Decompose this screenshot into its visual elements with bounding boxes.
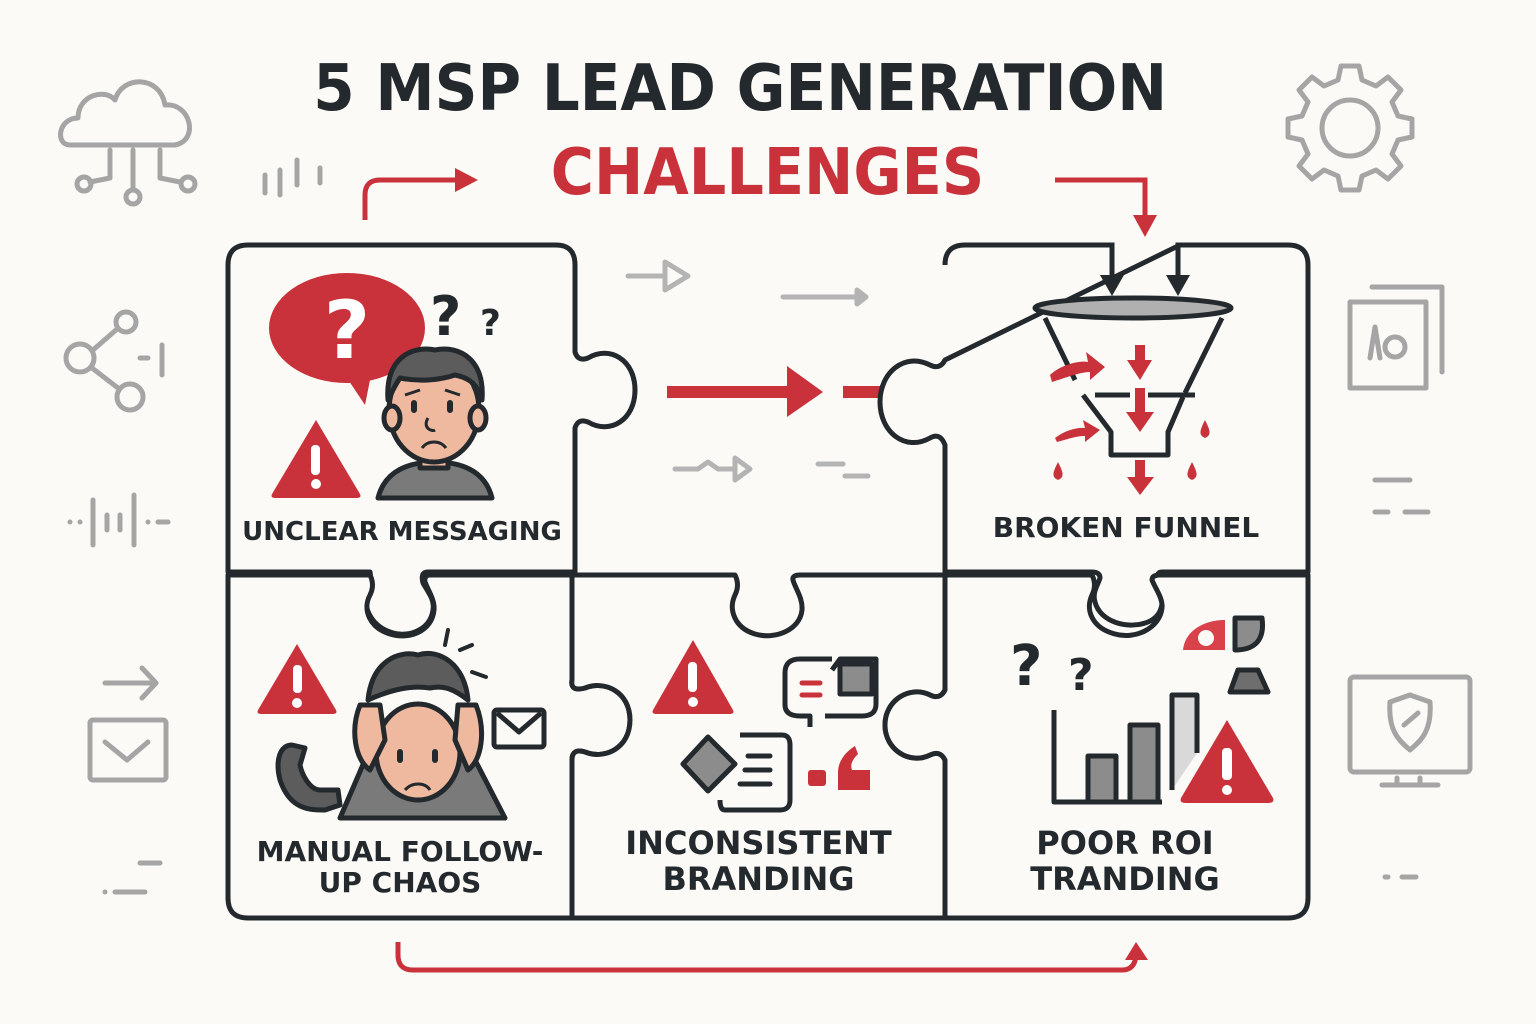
dash-lines-icon [102,860,163,895]
svg-text:?: ? [1010,634,1042,699]
question-marks-icon: ? ? [430,285,501,348]
puzzle-piece-poor-roi [882,572,1311,921]
stressed-person-icon [337,628,508,821]
label-line: POOR ROI [1036,824,1214,862]
piece-label-poor-roi: POOR ROI TRANDING [950,824,1300,898]
page-title: 5 MSP LEAD GENERATION [313,52,1168,126]
gear-icon [1285,63,1415,193]
envelope-icon [491,707,547,750]
piece-label-inconsistent-branding: INCONSISTENT BRANDING [576,824,941,898]
quote-icon [808,746,870,790]
bar-chart-icon [1051,692,1200,805]
warning-triangle-icon [652,640,734,714]
piece-label-unclear-messaging: UNCLEAR MESSAGING [242,517,562,547]
funnel-entry-arrows [1100,242,1188,280]
piece-label-broken-funnel: BROKEN FUNNEL [992,511,1260,544]
warning-triangle-icon [1180,720,1274,803]
monitor-shield-icon [1347,674,1473,788]
dash-lines-icon [1372,477,1431,515]
label-line: BRANDING [662,859,855,898]
confused-person-icon [375,346,495,501]
svg-text:?: ? [324,284,370,377]
brand-card-icon [680,732,793,813]
label-line: INCONSISTENT [625,824,892,862]
svg-text:?: ? [1068,650,1094,701]
warning-triangle-icon [257,644,337,714]
speech-bubble-question-icon: ? [269,273,425,405]
warning-triangle-icon [271,420,361,498]
label-line: UP CHAOS [318,866,482,900]
document-copy-icon [1347,284,1445,391]
svg-text:?: ? [480,303,501,344]
down-arrows-icon [1050,345,1154,495]
leak-drops-icon [1053,420,1210,480]
svg-text:?: ? [430,285,461,348]
page-subtitle: CHALLENGES [550,136,985,210]
audio-bars-icon [262,157,323,198]
question-marks-icon: ? ? [1010,634,1094,701]
label-line: TRANDING [1030,859,1220,898]
piece-label-manual-follow-up: MANUAL FOLLOW- UP CHAOS [232,836,568,899]
share-icon [63,309,165,413]
chat-bubble-icon [782,656,879,727]
gray-arrows-decor [625,259,871,483]
arrow-right-icon [102,665,159,701]
audio-wave-icon [67,492,171,548]
cloud-network-icon [58,79,198,207]
inbox-icon [87,717,169,783]
label-line: MANUAL FOLLOW- [256,835,544,868]
broken-shapes-icon [1183,615,1271,695]
phone-icon [275,742,343,813]
